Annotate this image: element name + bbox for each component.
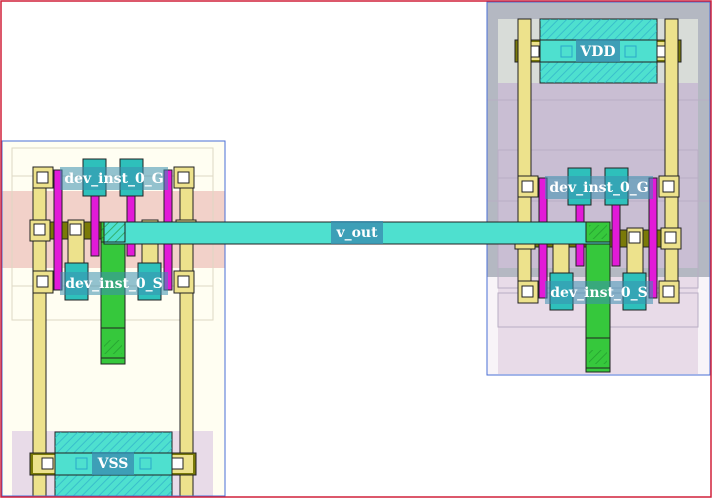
right-via-bottom-hatch xyxy=(589,350,607,364)
svg-text:dev_inst_0_G: dev_inst_0_G xyxy=(64,171,163,187)
right-cell-outline xyxy=(486,1,711,376)
right-metal-rail-left xyxy=(517,18,532,303)
right-contact-bot-right-via xyxy=(662,285,675,298)
left-source-label: dev_inst_0_S xyxy=(60,272,168,295)
svg-text:VDD: VDD xyxy=(579,44,615,60)
svg-text:dev_inst_0_S: dev_inst_0_S xyxy=(550,285,648,301)
right-contact-bot-left-via xyxy=(521,285,534,298)
svg-text:v_out: v_out xyxy=(335,225,378,241)
left-metal-rail-right xyxy=(179,169,194,497)
right-poly-3 xyxy=(611,199,621,267)
v-out-net[interactable]: v_out xyxy=(100,221,611,245)
left-contact-mid-2-via xyxy=(69,223,82,236)
left-gate-label: dev_inst_0_G xyxy=(60,167,168,190)
v-out-right-via-hatch xyxy=(589,225,607,239)
vss-sq-1 xyxy=(75,457,88,470)
left-contact-mid-left-via xyxy=(33,223,46,236)
left-poly-2 xyxy=(90,189,100,257)
right-contact-top-right-via xyxy=(662,180,675,193)
v-out-left-via xyxy=(100,221,126,243)
right-gate-label: dev_inst_0_G xyxy=(545,176,653,199)
left-poly-1 xyxy=(53,169,63,291)
right-contact-top-left-via xyxy=(521,180,534,193)
left-via-bottom-hatch xyxy=(104,340,122,354)
right-source-label: dev_inst_0_S xyxy=(545,281,653,304)
left-cell[interactable]: dev_inst_0_G dev_inst_0_S VSS xyxy=(1,140,226,497)
left-contact-bot-right-via xyxy=(177,275,190,288)
left-contact-top-left-via xyxy=(36,171,49,184)
left-metal-rail-left xyxy=(32,169,47,497)
left-contact-bot-left-via xyxy=(36,275,49,288)
vss-contact-right xyxy=(171,457,184,470)
vdd-label: VDD xyxy=(576,39,620,62)
svg-text:VSS: VSS xyxy=(97,456,129,472)
vss-sq-2 xyxy=(139,457,152,470)
vdd-sq-1 xyxy=(560,45,573,58)
svg-text:dev_inst_0_S: dev_inst_0_S xyxy=(65,276,163,292)
right-contact-mid-3-via xyxy=(628,231,641,244)
vdd-sq-2 xyxy=(624,45,637,58)
svg-text:dev_inst_0_G: dev_inst_0_G xyxy=(549,180,648,196)
right-contact-mid-right-via xyxy=(664,231,677,244)
left-contact-top-right-via xyxy=(177,171,190,184)
vss-label: VSS xyxy=(92,452,134,475)
v-out-label: v_out xyxy=(331,221,383,244)
vss-contact-left xyxy=(41,457,54,470)
right-cell[interactable]: VDD dev_inst_0_G dev_inst_0_S xyxy=(486,1,711,376)
left-cell-outline xyxy=(1,140,226,497)
right-metal-rail-right xyxy=(664,18,679,303)
